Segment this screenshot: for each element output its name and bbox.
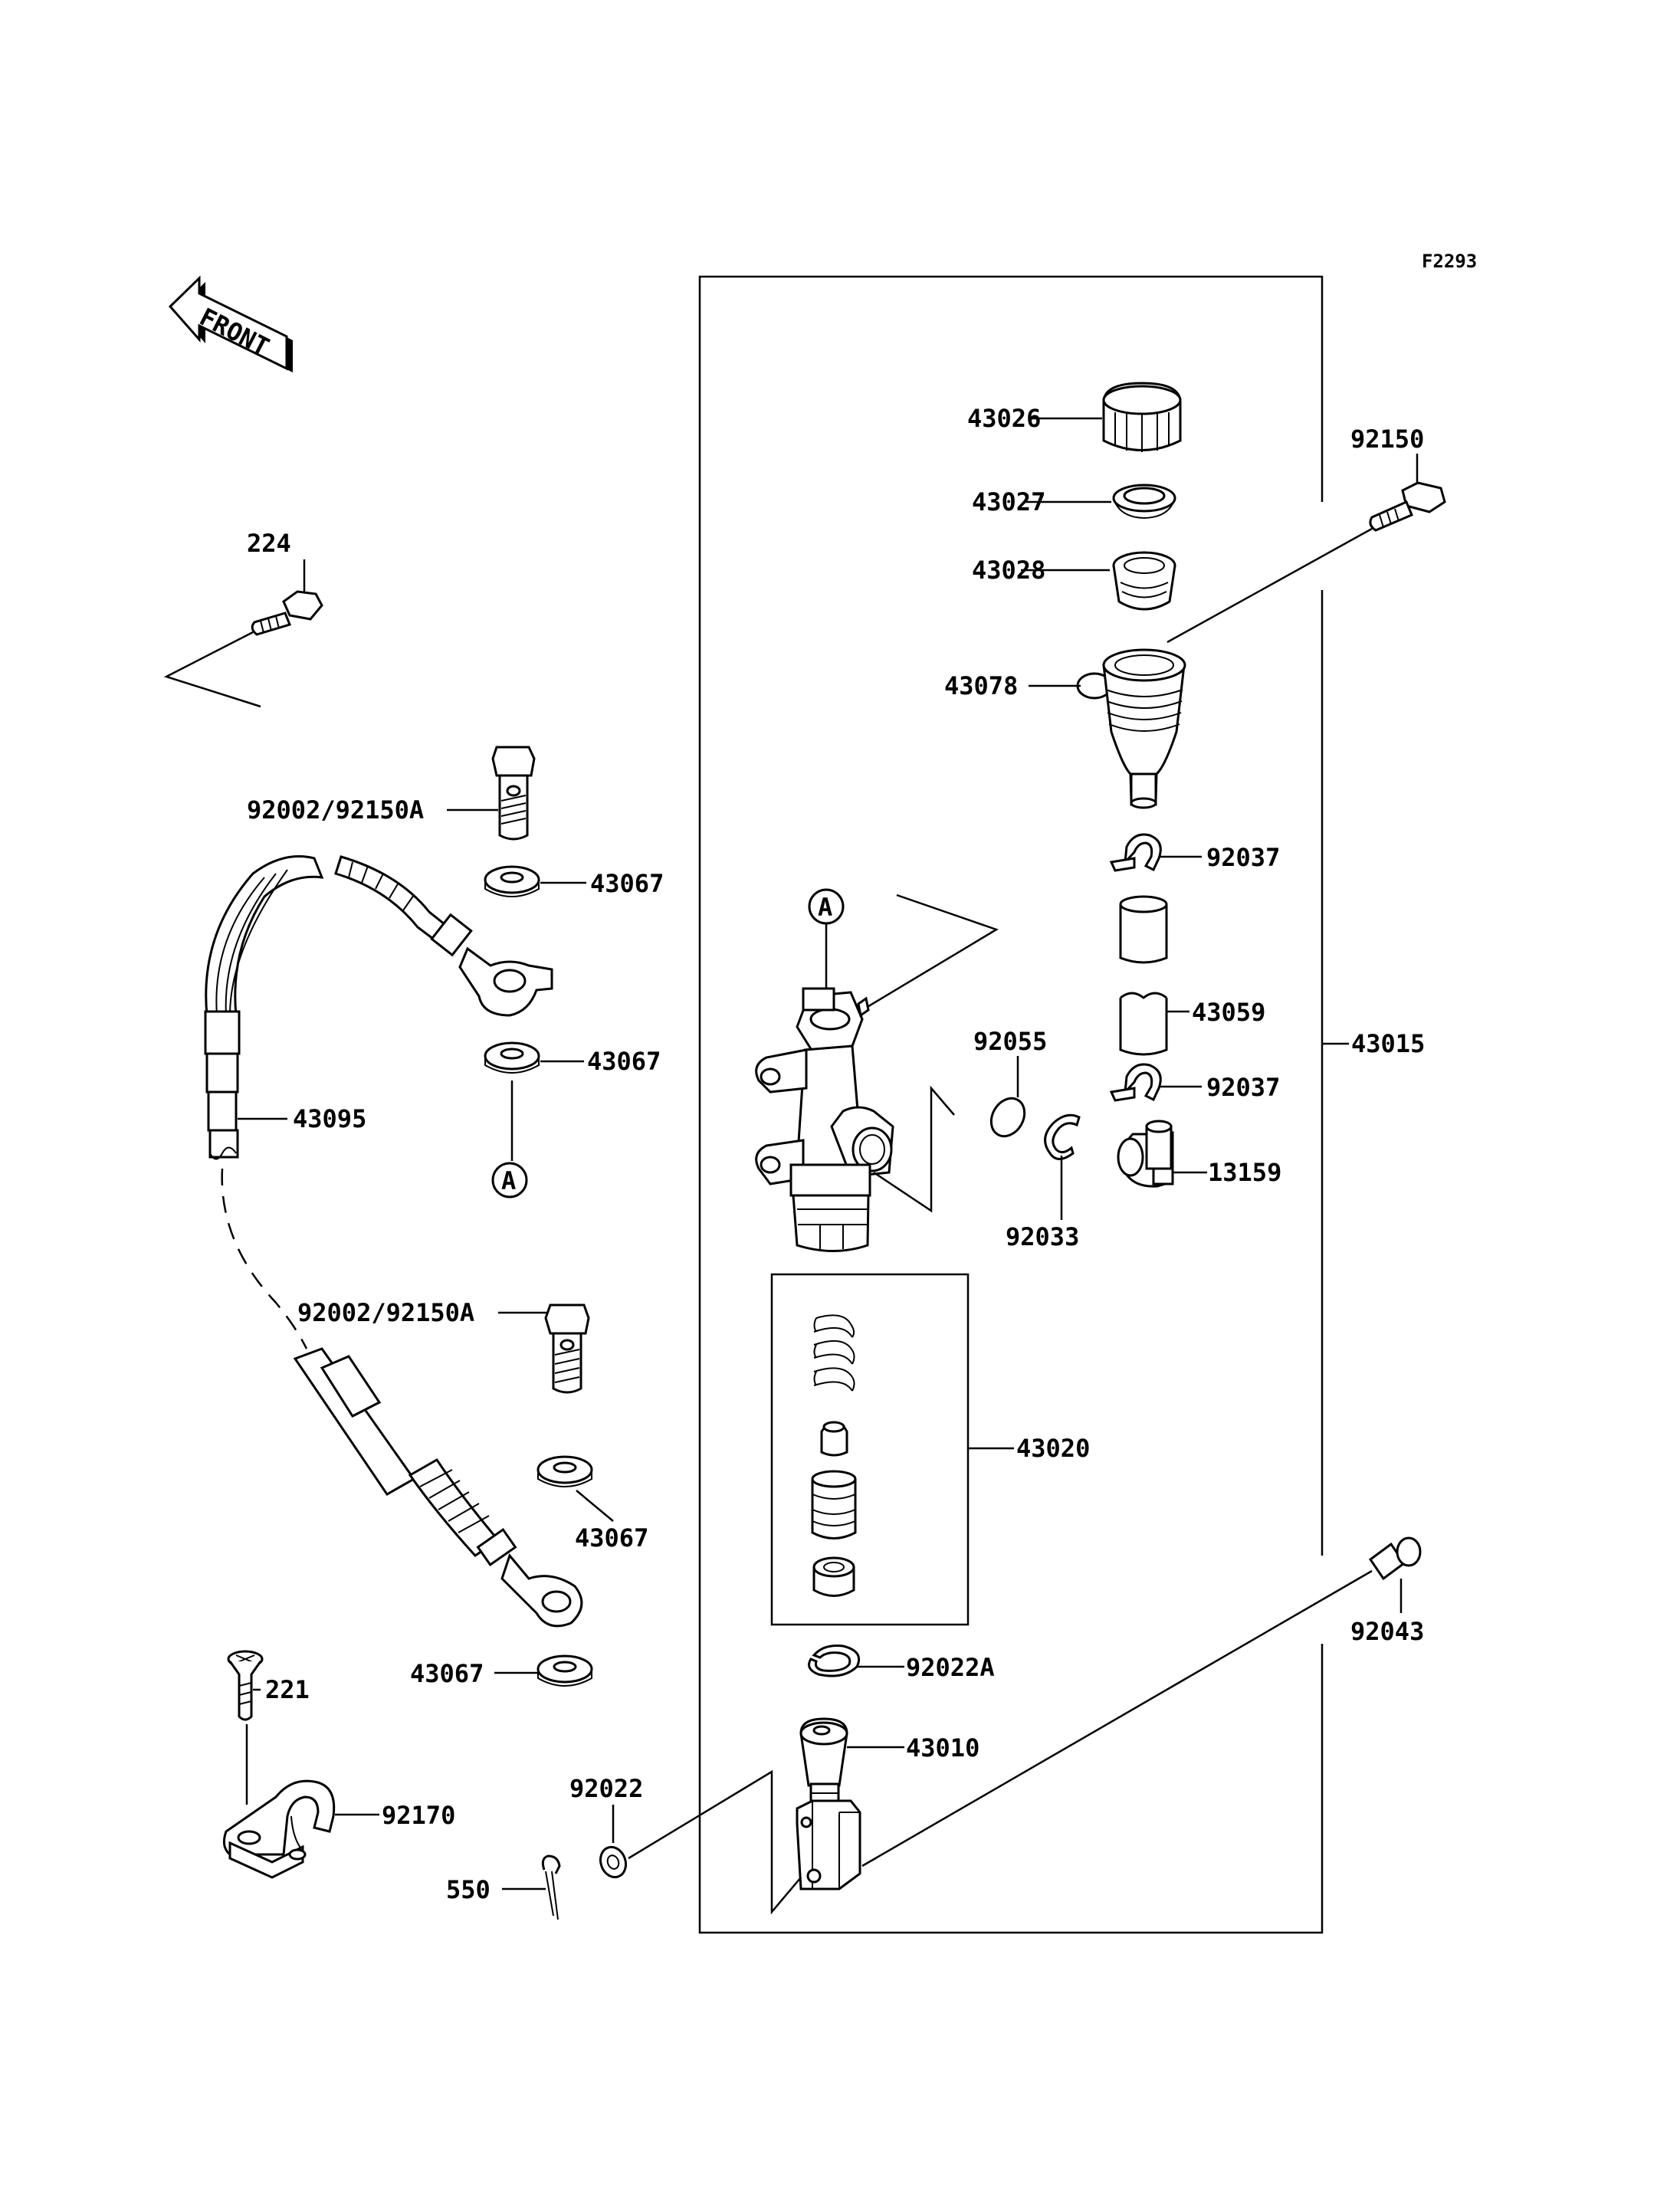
circlip-92022A [808, 1644, 861, 1677]
reservoir-cap-43026 [1102, 382, 1182, 452]
circlip-92033 [1044, 1113, 1081, 1160]
bolt-92150 [1369, 481, 1446, 532]
push-rod-43010 [796, 1717, 861, 1890]
front-direction-arrow-icon: FRONT [168, 275, 293, 372]
label-92022: 92022 [569, 1774, 643, 1803]
label-43028: 43028 [972, 556, 1045, 585]
brake-hose-43095 [204, 855, 583, 1628]
label-43059: 43059 [1192, 998, 1265, 1027]
label-43067-d: 43067 [410, 1659, 484, 1688]
washer-43067-d [536, 1654, 593, 1687]
label-43067-a: 43067 [590, 869, 664, 898]
svg-text:A: A [818, 893, 832, 922]
hose-clamp-92170 [222, 1779, 336, 1879]
label-92033: 92033 [1006, 1222, 1079, 1251]
label-43020: 43020 [1016, 1434, 1090, 1463]
label-92043: 92043 [1350, 1617, 1424, 1646]
label-92055: 92055 [973, 1027, 1047, 1056]
label-13159: 13159 [1208, 1158, 1281, 1187]
ref-marker-a-left: A [491, 1162, 528, 1199]
o-ring-92055 [989, 1097, 1026, 1138]
hose-elbow-13159 [1117, 1120, 1174, 1188]
clamp-92037-b [1109, 1063, 1162, 1102]
hose-banjo-upper [334, 855, 553, 1017]
washer-43067-a [484, 865, 540, 897]
label-92002-lower: 92002/92150A [297, 1298, 474, 1327]
screw-221 [227, 1650, 264, 1721]
label-43067-b: 43067 [587, 1047, 661, 1076]
label-92037-b: 92037 [1206, 1073, 1280, 1102]
reservoir-43078 [1076, 648, 1186, 809]
clevis-pin-92043 [1368, 1536, 1422, 1581]
label-92022A: 92022A [906, 1653, 995, 1682]
label-43027: 43027 [972, 487, 1045, 516]
diaphragm-43027 [1112, 484, 1176, 520]
label-92150: 92150 [1350, 425, 1424, 454]
label-43010: 43010 [906, 1733, 979, 1763]
master-cylinder-body [755, 894, 999, 1252]
clamp-92037-a [1109, 833, 1162, 872]
washer-43067-b [484, 1041, 540, 1074]
label-43026: 43026 [967, 404, 1041, 433]
banjo-bolt-upper [491, 746, 536, 841]
label-92170: 92170 [382, 1801, 455, 1830]
piston-kit-43020 [811, 1314, 857, 1597]
label-43015: 43015 [1351, 1029, 1425, 1058]
assembly-frame-43015 [698, 275, 1349, 1934]
label-92002-upper: 92002/92150A [247, 795, 424, 825]
bolt-224 [251, 590, 323, 636]
cotter-pin-550 [541, 1854, 561, 1920]
label-43067-c: 43067 [575, 1523, 648, 1553]
svg-text:A: A [501, 1166, 516, 1195]
ref-marker-a-body: A [808, 888, 845, 925]
reservoir-hose-43059 [1119, 895, 1168, 1056]
subassembly-frame-43020 [770, 1273, 970, 1626]
label-43095: 43095 [293, 1104, 366, 1133]
diaphragm-plate-43028 [1112, 551, 1176, 611]
figure-code: F2293 [1422, 251, 1477, 272]
label-92037-a: 92037 [1206, 843, 1280, 872]
banjo-bolt-lower [544, 1303, 590, 1394]
label-550: 550 [446, 1875, 491, 1904]
label-43078: 43078 [944, 671, 1018, 700]
washer-92022 [599, 1845, 628, 1879]
label-221: 221 [265, 1675, 310, 1704]
label-224: 224 [247, 529, 291, 558]
washer-43067-c [536, 1455, 593, 1487]
